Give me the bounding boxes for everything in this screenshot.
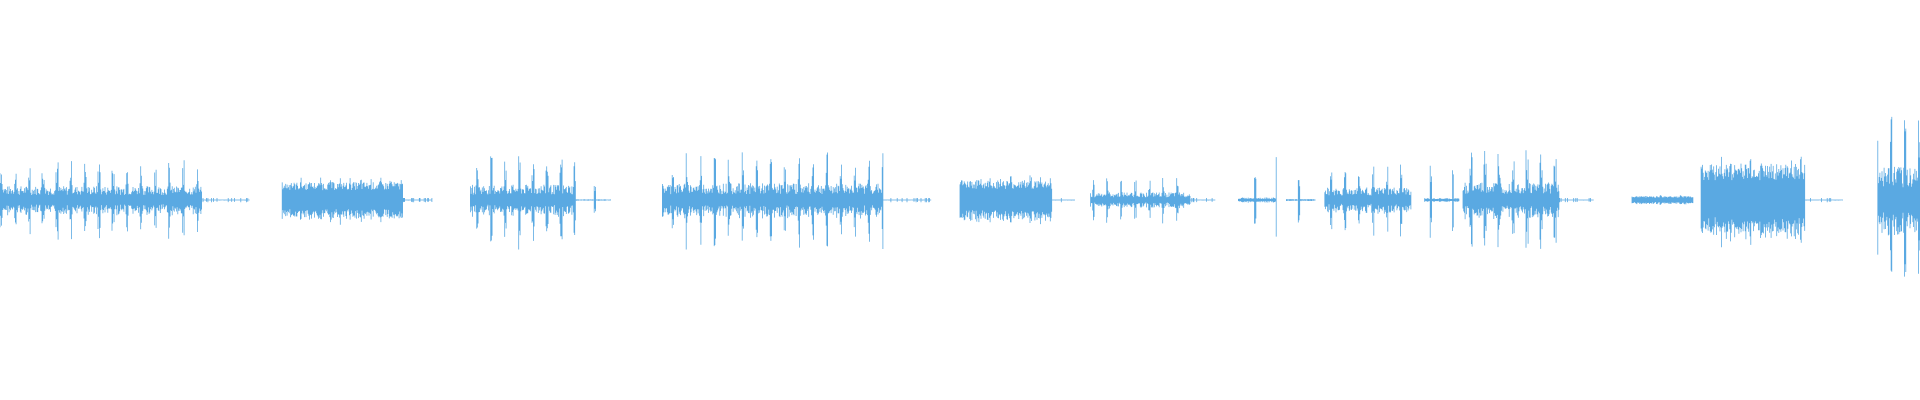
waveform-trace — [0, 116, 1920, 277]
waveform-samples — [0, 116, 1920, 277]
